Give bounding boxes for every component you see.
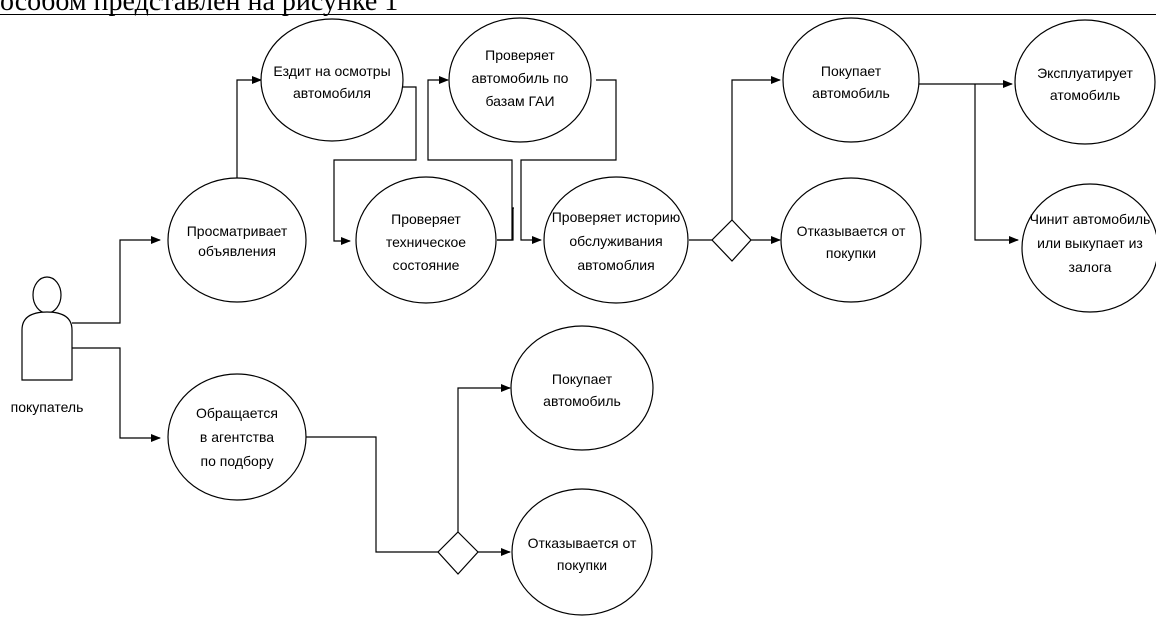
node-inspect-trips: Ездит на осмотры автомобиля (260, 18, 404, 142)
node-label: по подбору (201, 453, 274, 469)
node-label: автомобиль по (472, 70, 569, 86)
node-label: автомобиля (293, 85, 371, 101)
node-label: Проверяет (485, 47, 555, 63)
node-label: покупки (557, 557, 607, 573)
node-label: базам ГАИ (485, 93, 554, 109)
node-label: Ездит на осмотры (273, 63, 390, 79)
edge-agency-decision (306, 436, 438, 553)
edge-buy-repair (974, 84, 1019, 244)
node-check-gai: Проверяет автомобиль по базам ГАИ (448, 17, 592, 143)
node-operate: Эксплуатирует атомобиль (1014, 19, 1156, 145)
node-check-tech: Проверяет техническое состояние (355, 176, 497, 304)
node-label: автомобиль (543, 393, 621, 409)
node-buy-bottom: Покупает автомобиль (510, 325, 654, 451)
node-agency: Обращается в агентства по подбору (167, 373, 307, 501)
node-label: Проверяет (391, 211, 461, 227)
edge-actor-view-ads (72, 236, 161, 324)
node-label: состояние (393, 257, 460, 273)
node-label: или выкупает из (1037, 235, 1143, 251)
actor-label: покупатель (11, 399, 84, 415)
node-label: Отказывается от (528, 535, 637, 551)
node-repair: Чинит автомобиль или выкупает из залога (1021, 183, 1156, 313)
node-buy-top: Покупает автомобиль (782, 17, 920, 143)
node-label: объявления (198, 243, 276, 259)
edge-actor-agency (72, 347, 161, 442)
node-refuse-top: Отказывается от покупки (780, 177, 922, 303)
node-label: автомоблия (577, 257, 654, 273)
node-label: техническое (386, 234, 466, 250)
node-label: атомобиль (1050, 87, 1120, 103)
node-refuse-bottom: Отказывается от покупки (511, 488, 653, 616)
node-label: Покупает (821, 63, 882, 79)
node-label: обслуживания (569, 233, 662, 249)
node-label: Обращается (196, 405, 278, 421)
node-label: в агентства (200, 429, 274, 445)
actor-body (21, 311, 73, 381)
decision-diamond-bottom (437, 531, 479, 575)
node-label: Покупает (552, 371, 613, 387)
edge-decision2-buy (457, 384, 511, 532)
node-label: Проверяет историю (552, 209, 681, 225)
node-label: Отказывается от (797, 223, 906, 239)
edge-view-inspect (236, 76, 262, 178)
connectors (72, 76, 1019, 556)
actor-head (32, 276, 62, 314)
document-caption: особом представлен на рисунке 1 (0, 0, 399, 16)
node-label: Эксплуатирует (1037, 65, 1133, 81)
node-label: покупки (826, 245, 876, 261)
edge-inspect-tech (333, 86, 417, 245)
edge-gai-history (520, 79, 617, 244)
actor-buyer: покупатель (11, 276, 84, 415)
node-label: автомобиль (812, 85, 890, 101)
node-view-ads: Просматривает объявления (167, 177, 307, 303)
edge-tech-gai (427, 76, 513, 241)
node-check-history: Проверяет историю обслуживания автомобли… (543, 176, 689, 304)
header-rule (0, 14, 1156, 15)
node-label: залога (1069, 259, 1112, 275)
node-label: Чинит автомобиль (1030, 211, 1151, 227)
edge-decision-buy (731, 76, 781, 220)
decision-diamond-top (711, 219, 752, 262)
node-label: Просматривает (187, 223, 288, 239)
